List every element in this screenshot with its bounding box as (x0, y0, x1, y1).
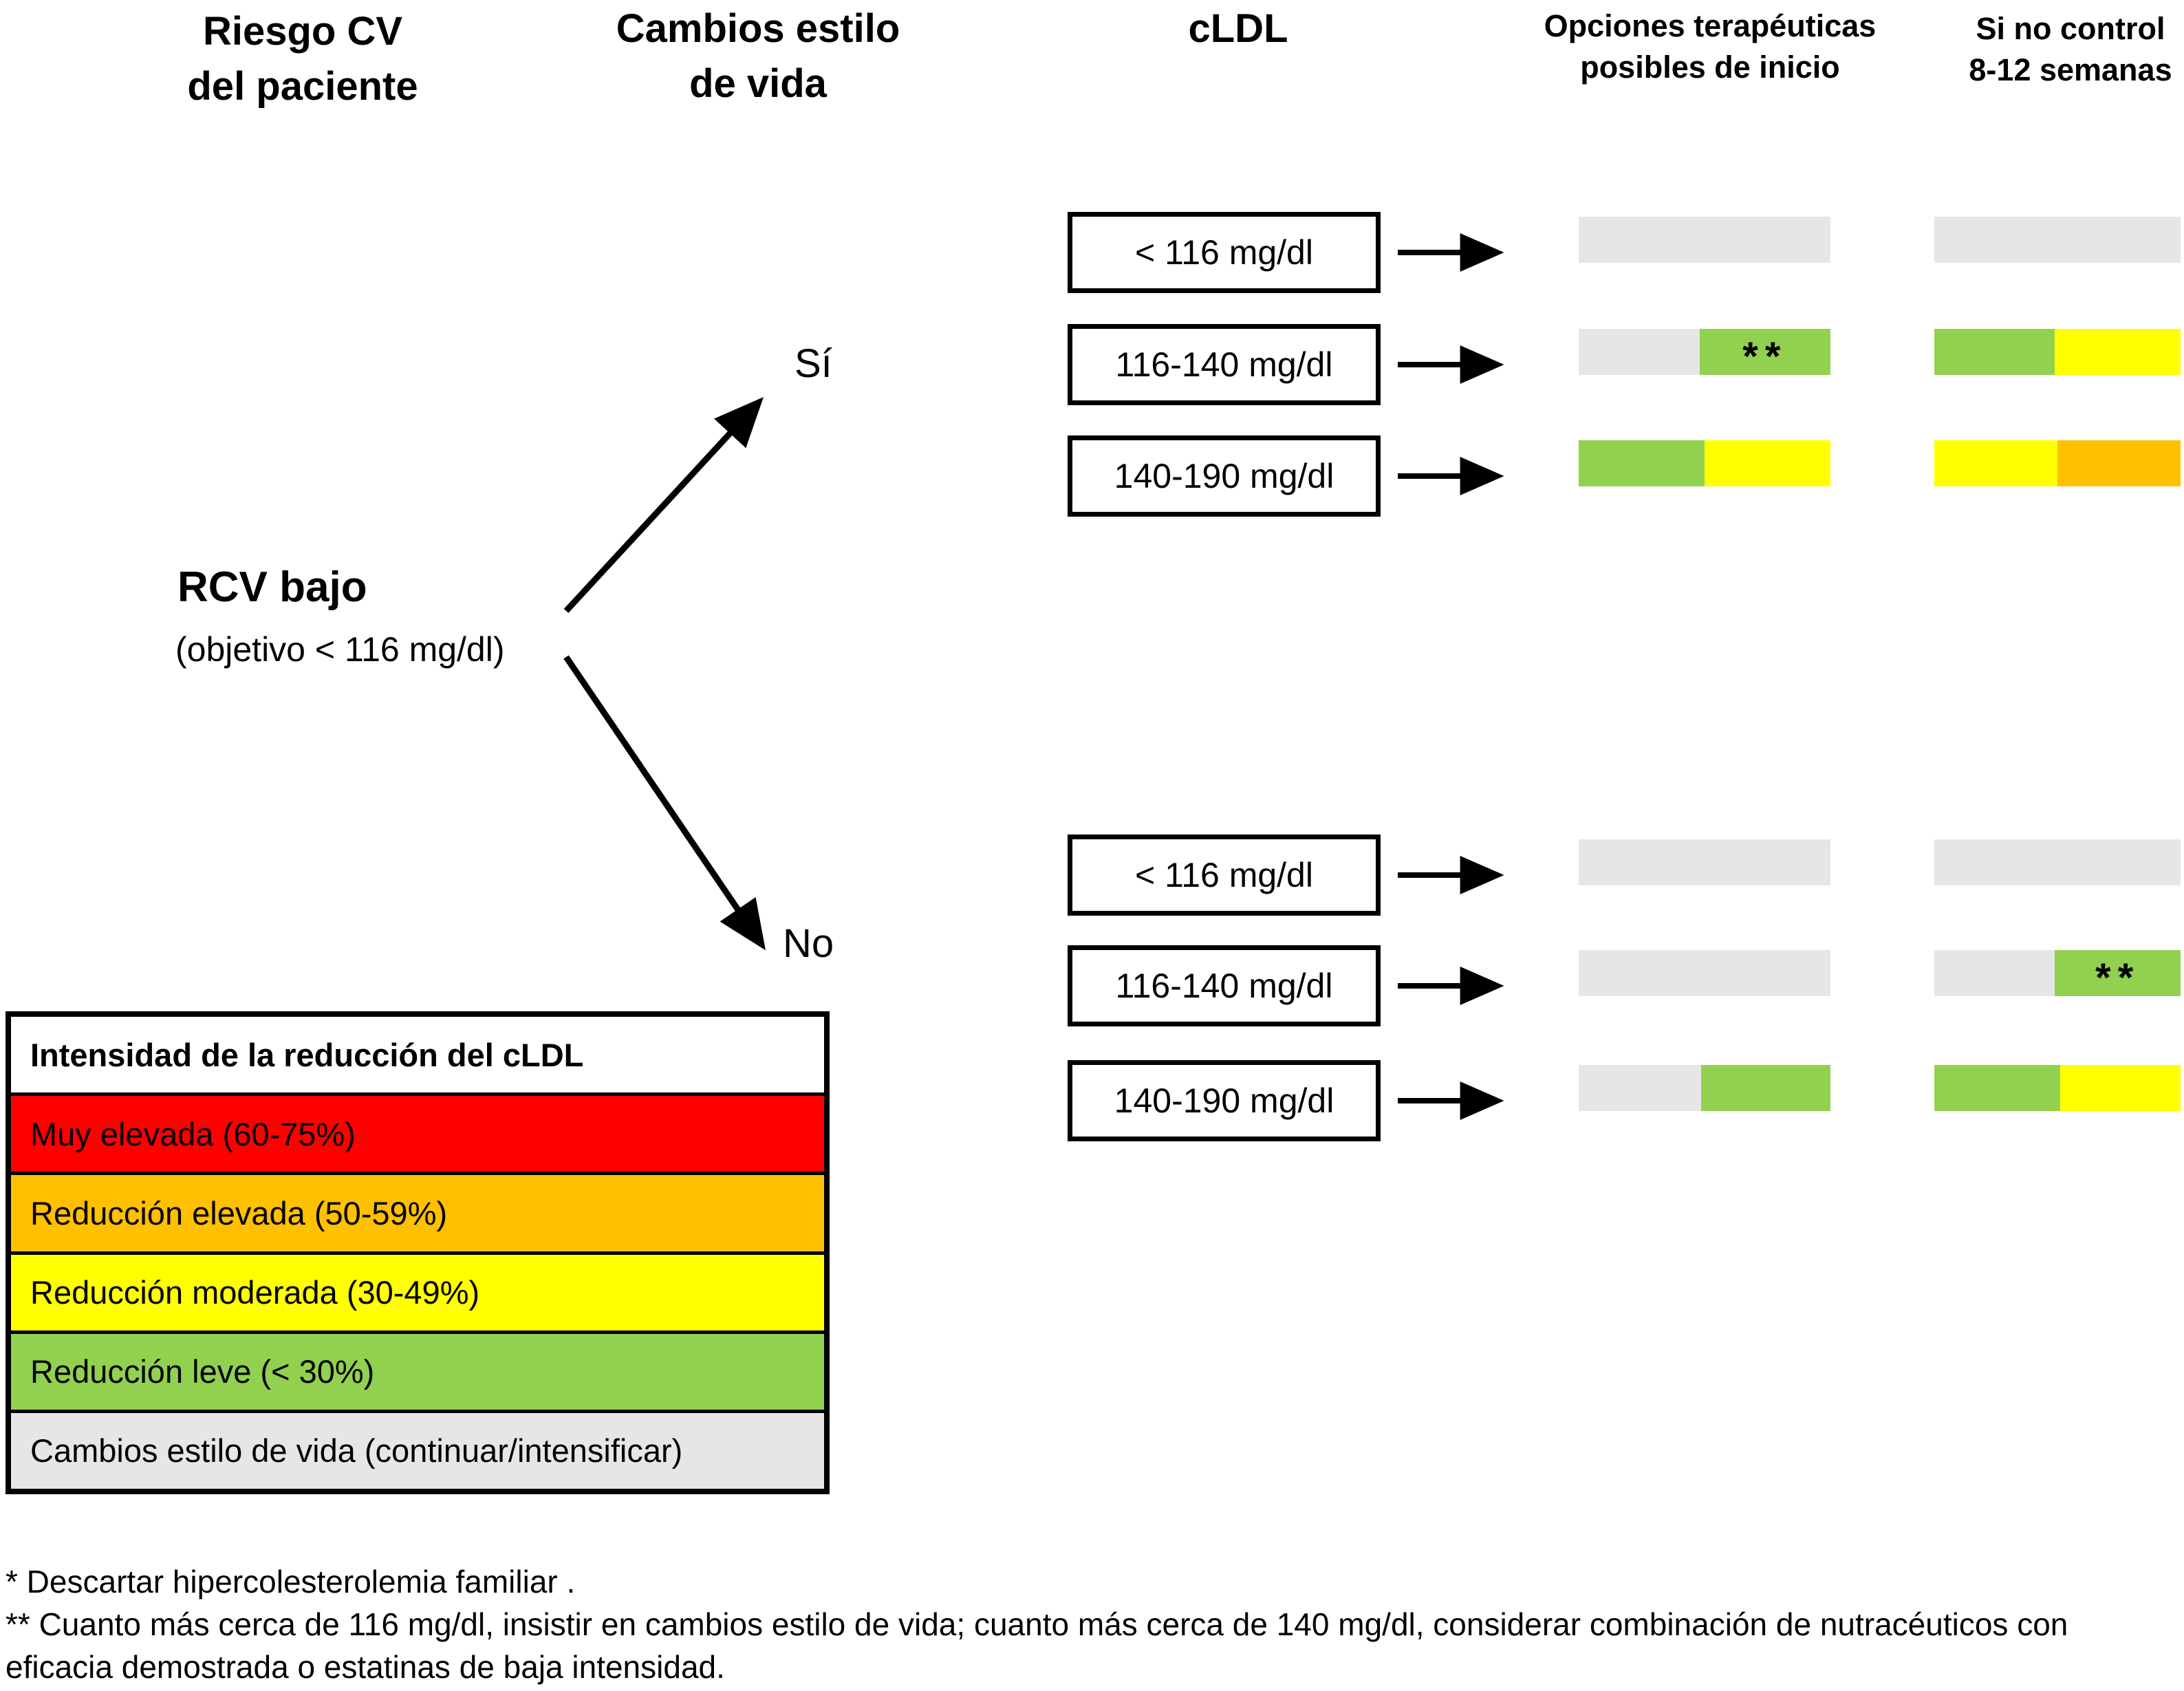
column-header-riesgo-cv: Riesgo CV del paciente (187, 4, 418, 114)
cldl-range-box: < 116 mg/dl (1068, 212, 1381, 293)
right-arrow-icon (1398, 233, 1504, 272)
cldl-range-box: 116-140 mg/dl (1068, 945, 1381, 1026)
cldl-range-box: 140-190 mg/dl (1068, 435, 1381, 517)
header-line: Riesgo CV (202, 9, 403, 54)
flow-row: 116-140 mg/dl ** (1068, 945, 2184, 1036)
cldl-range-label: < 116 mg/dl (1135, 856, 1313, 894)
therapy-bar-initial (1579, 440, 1830, 486)
header-line: del paciente (187, 64, 418, 109)
legend-title: Intensidad de la reducción del cLDL (30, 1036, 584, 1073)
legend-title-row: Intensidad de la reducción del cLDL (11, 1017, 824, 1093)
column-header-cambios-estilo: Cambios estilo de vida (616, 1, 900, 111)
bar-segment-green: ** (1699, 329, 1830, 379)
legend-row-label: Reducción elevada (50-59%) (30, 1194, 448, 1231)
therapy-bar-followup: ** (1934, 950, 2181, 1000)
column-header-si-no-control: Si no control 8-12 semanas (1969, 8, 2172, 91)
branch-arrow-yes (563, 397, 764, 614)
header-line: de vida (689, 61, 827, 106)
flow-row: < 116 mg/dl (1068, 834, 2184, 925)
bar-segment-green (1934, 329, 2055, 375)
cldl-range-label: 116-140 mg/dl (1115, 967, 1333, 1005)
bar-segment-gray (1579, 950, 1830, 996)
right-arrow-icon (1398, 457, 1504, 495)
branch-label-yes: Sí (794, 341, 832, 386)
legend-row-reduccion-leve: Reducción leve (< 30%) (11, 1330, 824, 1410)
bar-segment-gray (1579, 1065, 1701, 1111)
bar-segment-gray (1579, 217, 1830, 263)
branch-arrow-no (563, 655, 766, 951)
cldl-range-label: 140-190 mg/dl (1114, 457, 1334, 495)
bar-segment-yellow (1934, 440, 2057, 486)
legend-row-muy-elevada: Muy elevada (60-75%) (11, 1092, 824, 1172)
therapy-bar-followup (1934, 217, 2181, 263)
therapy-bar-followup (1934, 329, 2181, 375)
cldl-range-box: 116-140 mg/dl (1068, 324, 1381, 405)
bar-segment-gray (1579, 329, 1700, 375)
footnotes: * Descartar hipercolesterolemia familiar… (6, 1560, 2179, 1688)
decision-node-title: RCV bajo (177, 563, 367, 611)
bar-segment-green (1700, 1065, 1830, 1111)
bar-segment-green: ** (2055, 950, 2181, 1000)
legend-row-label: Cambios estilo de vida (continuar/intens… (30, 1432, 683, 1469)
legend-row-reduccion-moderada: Reducción moderada (30-49%) (11, 1251, 824, 1331)
asterisk-note: ** (2095, 955, 2141, 1000)
legend-row-label: Reducción moderada (30-49%) (30, 1274, 480, 1311)
decision-node-subtitle: (objetivo < 116 mg/dl) (175, 630, 505, 669)
cldl-range-box: < 116 mg/dl (1068, 834, 1381, 916)
bar-segment-gray (1934, 950, 2055, 996)
right-arrow-icon (1398, 856, 1504, 894)
therapy-bar-initial (1579, 950, 1830, 996)
therapy-bar-initial: ** (1579, 329, 1830, 379)
header-line: posibles de inicio (1580, 50, 1840, 85)
right-arrow-icon (1398, 345, 1504, 384)
cldl-range-label: 140-190 mg/dl (1114, 1081, 1334, 1120)
legend-table: Intensidad de la reducción del cLDL Muy … (6, 1011, 830, 1494)
therapy-bar-initial (1579, 217, 1830, 263)
cldl-range-label: 116-140 mg/dl (1115, 345, 1333, 384)
bar-segment-orange (2057, 440, 2181, 486)
bar-segment-gray (1579, 839, 1830, 885)
bar-segment-yellow (1705, 440, 1830, 486)
flow-row: < 116 mg/dl (1068, 212, 2184, 303)
therapy-bar-initial (1579, 839, 1830, 885)
asterisk-note: ** (1742, 334, 1788, 379)
cldl-range-label: < 116 mg/dl (1135, 233, 1313, 272)
flow-row: 140-190 mg/dl (1068, 1060, 2184, 1151)
bar-segment-green (1579, 440, 1705, 486)
therapy-bar-followup (1934, 1065, 2181, 1111)
header-line: Opciones terapéuticas (1544, 8, 1877, 43)
column-header-cldl: cLDL (1189, 1, 1288, 56)
therapy-bar-followup (1934, 839, 2181, 885)
header-line: 8-12 semanas (1969, 52, 2172, 87)
therapy-bar-initial (1579, 1065, 1830, 1111)
flow-row: 116-140 mg/dl ** (1068, 324, 2184, 415)
footnote-single-asterisk: * Descartar hipercolesterolemia familiar… (6, 1564, 576, 1600)
legend-row-label: Muy elevada (60-75%) (30, 1115, 356, 1152)
header-line: Si no control (1976, 11, 2165, 46)
bar-segment-yellow (2055, 329, 2181, 375)
flow-row: 140-190 mg/dl (1068, 435, 2184, 526)
legend-row-label: Reducción leve (< 30%) (30, 1353, 375, 1390)
bar-segment-yellow (2059, 1065, 2181, 1111)
header-line: Cambios estilo (616, 6, 900, 51)
bar-segment-green (1934, 1065, 2060, 1111)
right-arrow-icon (1398, 1081, 1504, 1120)
bar-segment-gray (1934, 839, 2181, 885)
cldl-range-box: 140-190 mg/dl (1068, 1060, 1381, 1141)
right-arrow-icon (1398, 967, 1504, 1005)
branch-label-no: No (783, 921, 834, 966)
header-line: cLDL (1188, 6, 1288, 51)
therapy-bar-followup (1934, 440, 2181, 486)
footnote-double-asterisk: ** Cuanto más cerca de 116 mg/dl, insist… (6, 1606, 2068, 1685)
column-header-opciones-terapeuticas: Opciones terapéuticas posibles de inicio (1544, 6, 1877, 88)
legend-row-reduccion-elevada: Reducción elevada (50-59%) (11, 1172, 824, 1251)
bar-segment-gray (1934, 217, 2181, 263)
legend-row-cambios-estilo: Cambios estilo de vida (continuar/intens… (11, 1409, 824, 1489)
